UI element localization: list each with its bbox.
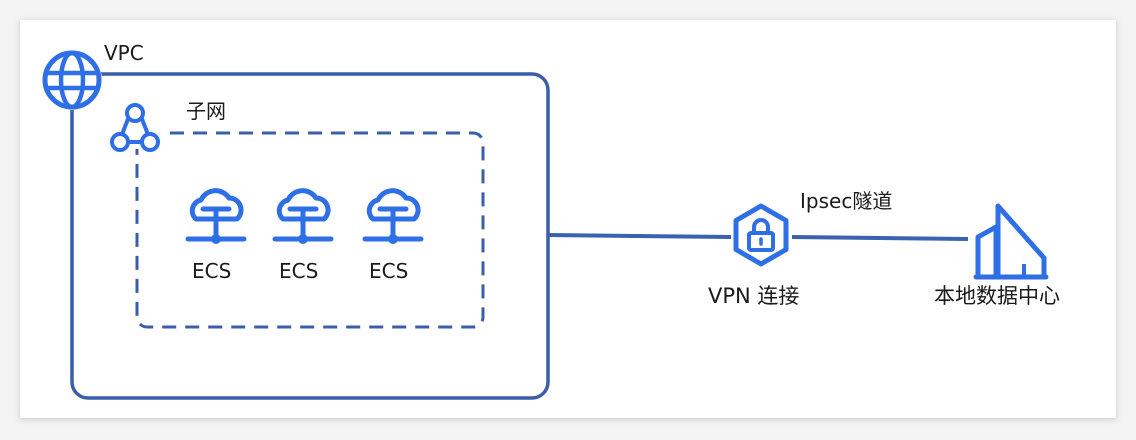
ecs-label-2: ECS [279,259,319,283]
ipsec-tunnel-line [791,235,969,241]
datacenter-label: 本地数据中心 [934,284,1060,308]
ecs-label-3: ECS [369,259,409,283]
subnet-boundary [135,131,485,329]
building-icon [973,203,1049,280]
vpn-connection-label: VPN 连接 [708,284,800,308]
globe-icon [42,50,102,110]
ecs-label-1: ECS [192,259,232,283]
vpc-to-vpn-line [547,233,732,239]
lock-hexagon-icon [733,203,789,267]
cloud-server-icon [185,188,247,244]
subnet-network-icon [109,103,161,152]
subnet-label: 子网 [186,99,226,123]
vpc-label: VPC [104,41,144,65]
cloud-server-icon [362,188,424,244]
ipsec-tunnel-label: Ipsec隧道 [800,189,893,213]
cloud-server-icon [272,188,334,244]
